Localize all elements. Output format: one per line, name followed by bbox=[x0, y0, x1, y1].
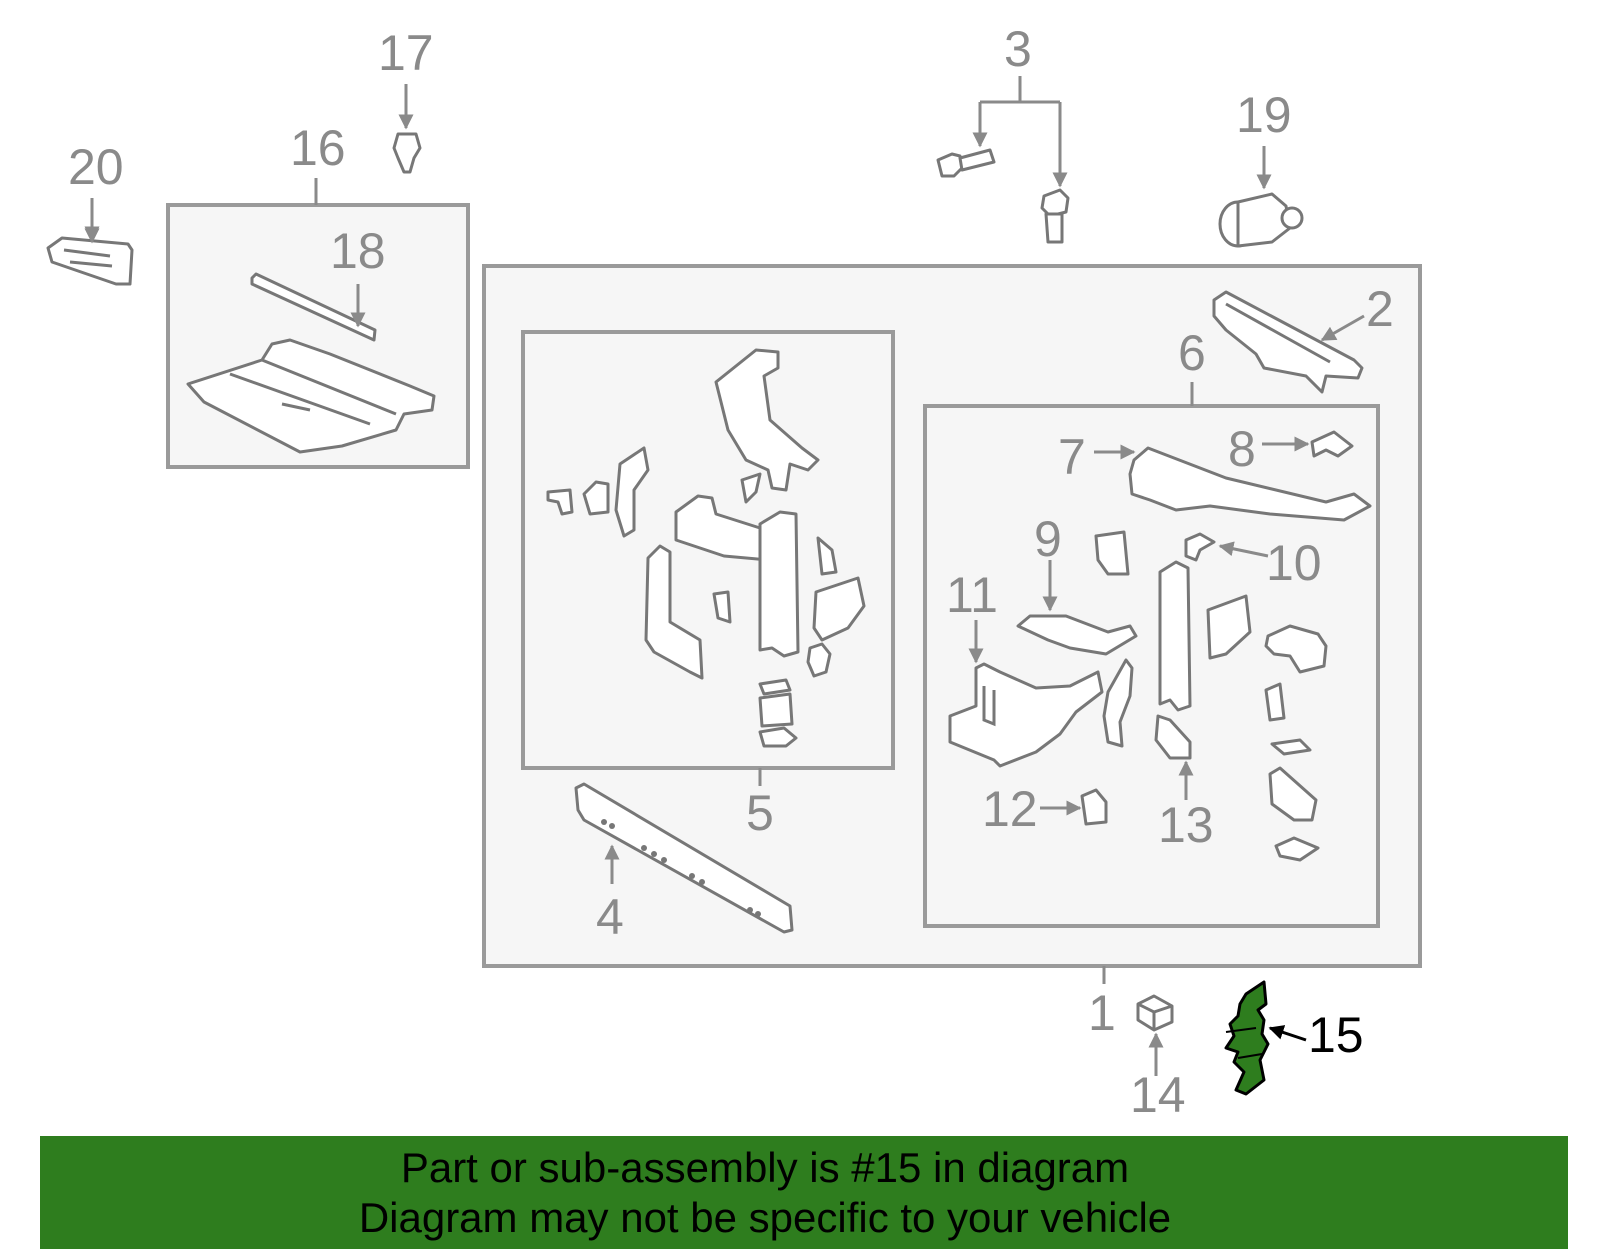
callout-11: 11 bbox=[946, 567, 998, 623]
part-4-rail[interactable] bbox=[574, 782, 794, 934]
part-2-bracket[interactable] bbox=[1212, 290, 1364, 394]
callout-17: 17 bbox=[378, 25, 434, 81]
part-16-undercover[interactable] bbox=[186, 338, 436, 454]
callout-13: 13 bbox=[1158, 797, 1214, 853]
callout-19: 19 bbox=[1236, 87, 1292, 143]
callout-6: 6 bbox=[1178, 325, 1206, 381]
footer-disclaimer: Diagram may not be specific to your vehi… bbox=[358, 1194, 1172, 1241]
assembly-5-parts[interactable] bbox=[546, 348, 866, 748]
callout-9: 9 bbox=[1034, 511, 1062, 567]
part-8-bracket[interactable] bbox=[1310, 430, 1354, 458]
callout-1: 1 bbox=[1088, 985, 1116, 1041]
part-7-reinforcement[interactable] bbox=[1128, 446, 1372, 522]
callout-20: 20 bbox=[68, 139, 124, 195]
callout-3: 3 bbox=[1004, 21, 1032, 77]
part-11-apron[interactable] bbox=[948, 662, 1104, 768]
callout-4: 4 bbox=[596, 889, 624, 945]
callout-2: 2 bbox=[1366, 281, 1394, 337]
footer-part-note: Part or sub-assembly is #15 in diagram bbox=[400, 1144, 1130, 1191]
callout-14: 14 bbox=[1130, 1067, 1186, 1123]
callout-18: 18 bbox=[330, 223, 386, 279]
callout-10: 10 bbox=[1266, 535, 1322, 591]
part-17-clip[interactable] bbox=[392, 132, 422, 174]
assembly-6-misc-parts[interactable] bbox=[1102, 560, 1328, 862]
part-20-bracket[interactable] bbox=[46, 236, 134, 286]
part-10-bracket[interactable] bbox=[1094, 530, 1216, 576]
part-12-bracket[interactable] bbox=[1080, 788, 1108, 826]
part-9-bracket[interactable] bbox=[1016, 614, 1138, 656]
part-18-seal[interactable] bbox=[250, 272, 377, 342]
footer-banner: Part or sub-assembly is #15 in diagram D… bbox=[40, 1136, 1568, 1249]
leader-lines bbox=[84, 76, 1365, 1076]
callout-12: 12 bbox=[982, 781, 1038, 837]
callout-8: 8 bbox=[1228, 421, 1256, 477]
part-14-block[interactable] bbox=[1136, 994, 1174, 1032]
part-3-bolts[interactable] bbox=[936, 148, 1070, 244]
part-15-highlighted[interactable] bbox=[1224, 980, 1270, 1096]
callout-15: 15 bbox=[1308, 1007, 1364, 1063]
callout-7: 7 bbox=[1058, 429, 1086, 485]
part-19-sensor[interactable] bbox=[1218, 192, 1304, 248]
callout-5: 5 bbox=[746, 785, 774, 841]
callout-16: 16 bbox=[290, 120, 346, 176]
